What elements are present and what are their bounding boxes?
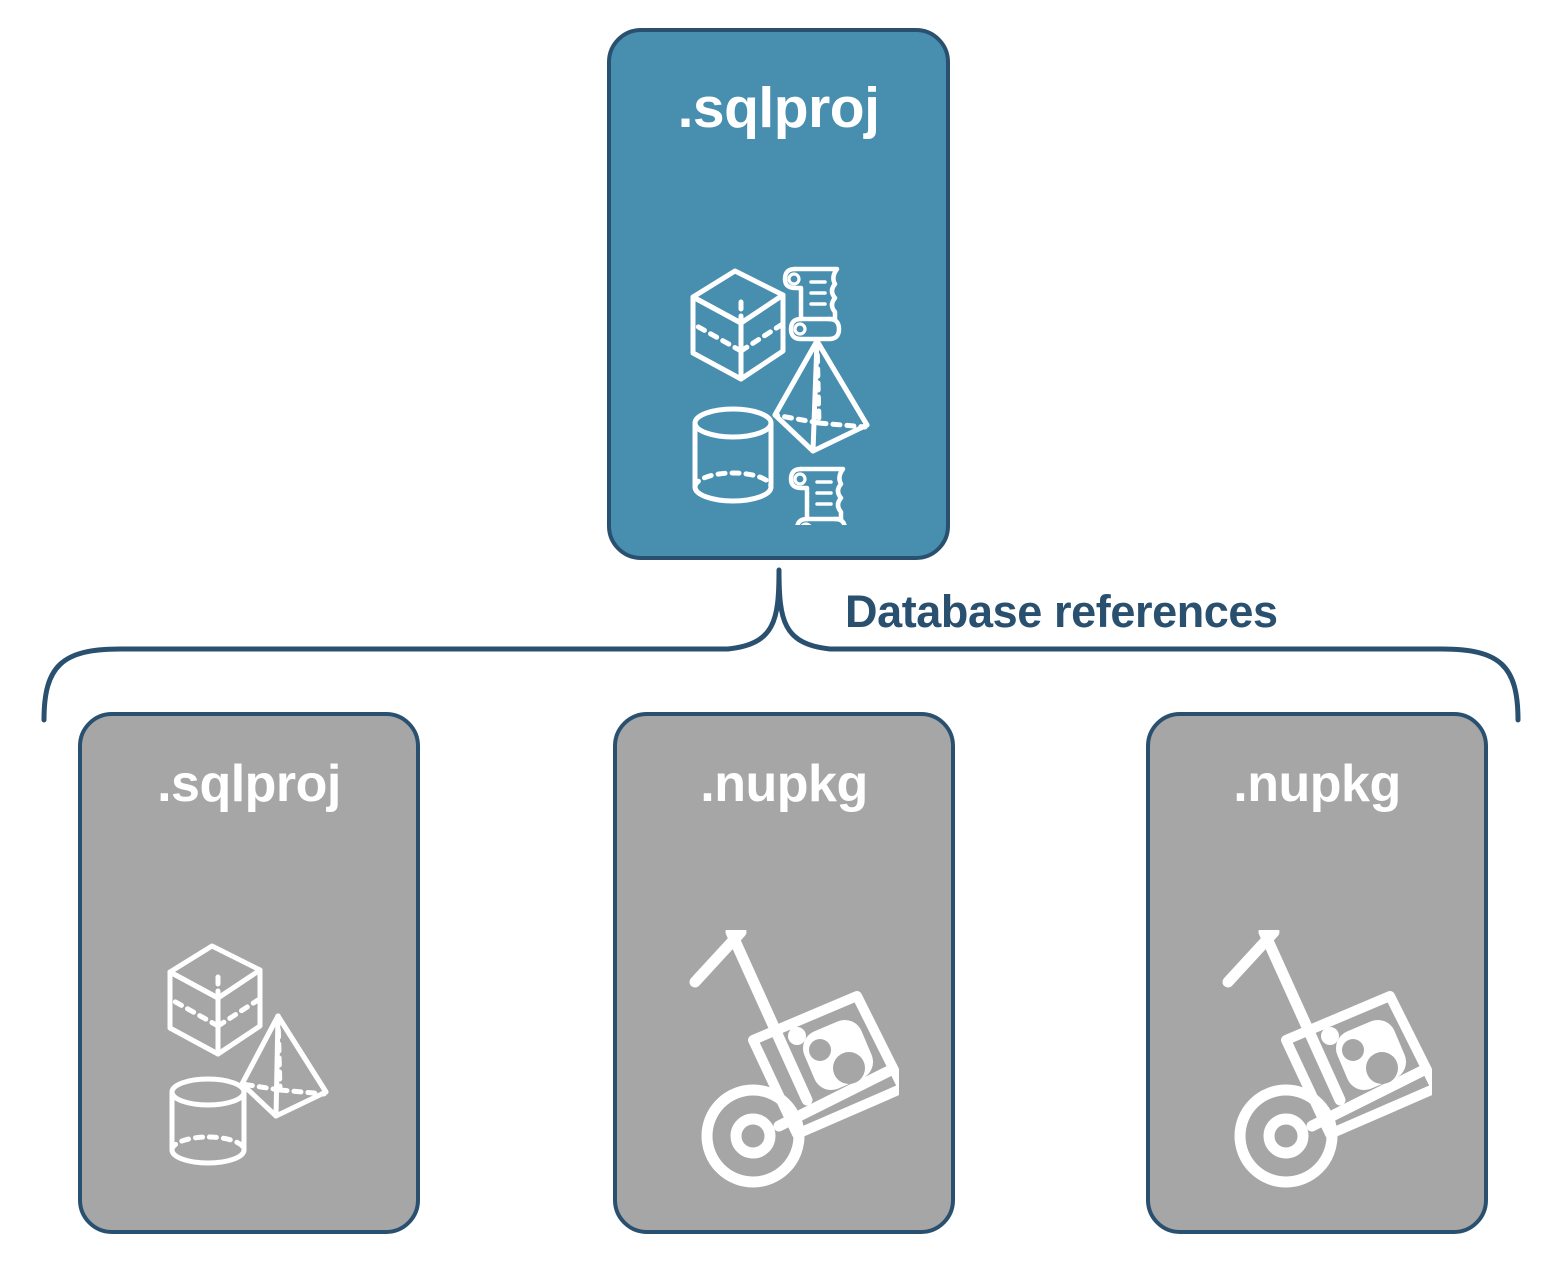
node-reference-icon-area: [617, 810, 951, 1230]
cylinder-icon: [692, 406, 773, 504]
hand-truck-package-icon: [689, 930, 899, 1188]
sqlproj-icon-cluster: [154, 938, 344, 1168]
nupkg-icon-cluster: [669, 930, 899, 1200]
cube-icon: [690, 268, 785, 382]
node-reference-sqlproj[interactable]: .sqlproj: [78, 712, 420, 1234]
node-reference-nupkg[interactable]: .nupkg: [613, 712, 955, 1234]
database-references-label: Database references: [845, 586, 1278, 637]
nupkg-icon-cluster: [1202, 930, 1432, 1200]
script-scroll-icon: [788, 466, 847, 525]
node-reference-icon-area: [1150, 810, 1484, 1230]
node-reference-nupkg[interactable]: .nupkg: [1146, 712, 1488, 1234]
node-reference-label: .nupkg: [1233, 755, 1401, 813]
pyramid-icon: [772, 338, 869, 454]
hand-truck-package-icon: [1222, 930, 1432, 1188]
node-reference-label: .nupkg: [700, 755, 868, 813]
node-root-sqlproj[interactable]: .sqlproj: [607, 28, 950, 560]
node-root-icon-area: [611, 137, 946, 556]
pyramid-icon: [239, 1013, 329, 1119]
cube-icon: [167, 943, 263, 1057]
node-reference-icon-area: [82, 810, 416, 1230]
script-scroll-icon: [782, 266, 841, 342]
node-reference-label: .sqlproj: [157, 755, 341, 813]
root-icon-cluster: [679, 255, 879, 525]
cylinder-icon: [169, 1076, 247, 1166]
node-root-label: .sqlproj: [677, 76, 880, 140]
